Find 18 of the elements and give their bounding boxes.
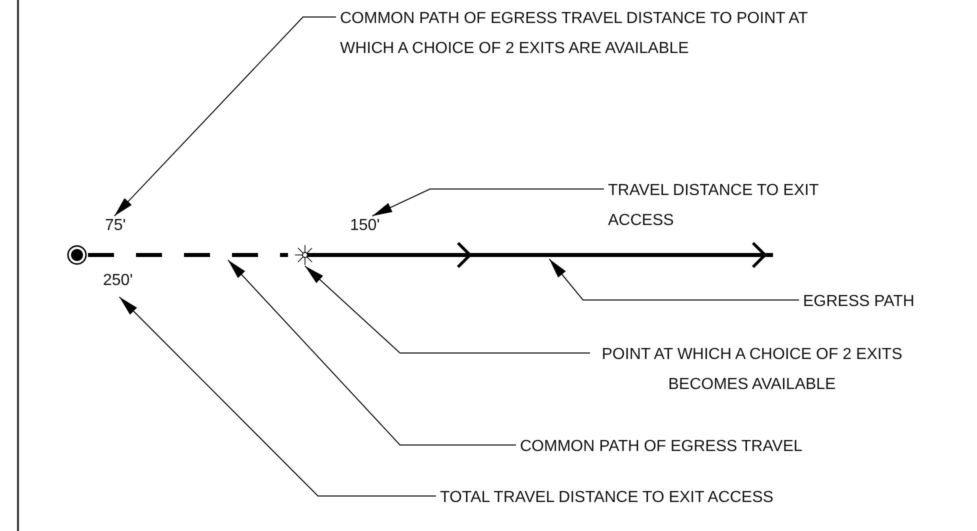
choice-point-symbol xyxy=(295,245,315,265)
leader-line xyxy=(548,258,800,300)
leader-line xyxy=(304,266,590,354)
note-text: EGRESS PATH xyxy=(803,287,914,317)
note-text: TRAVEL DISTANCE TO EXIT ACCESS xyxy=(608,176,838,236)
note-text: COMMON PATH OF EGRESS TRAVEL xyxy=(520,432,802,462)
dimension-value: 75' xyxy=(105,211,126,241)
leader-line xyxy=(372,188,604,216)
dimension-value: 250' xyxy=(103,266,133,296)
note-text: POINT AT WHICH A CHOICE OF 2 EXITS BECOMES AVAILABLE xyxy=(594,340,910,400)
leader-line xyxy=(118,296,436,496)
note-text: COMMON PATH OF EGRESS TRAVEL DISTANCE TO POINT AT WHICH A CHOICE OF 2 EXITS ARE AVAILABLE xyxy=(340,4,820,64)
dimension-value: 150' xyxy=(350,211,380,241)
egress-path-line xyxy=(307,252,773,258)
note-text: TOTAL TRAVEL DISTANCE TO EXIT ACCESS xyxy=(440,483,774,513)
leader-line xyxy=(114,16,336,216)
dashed-path-line xyxy=(88,251,288,259)
leader-line xyxy=(228,260,516,446)
